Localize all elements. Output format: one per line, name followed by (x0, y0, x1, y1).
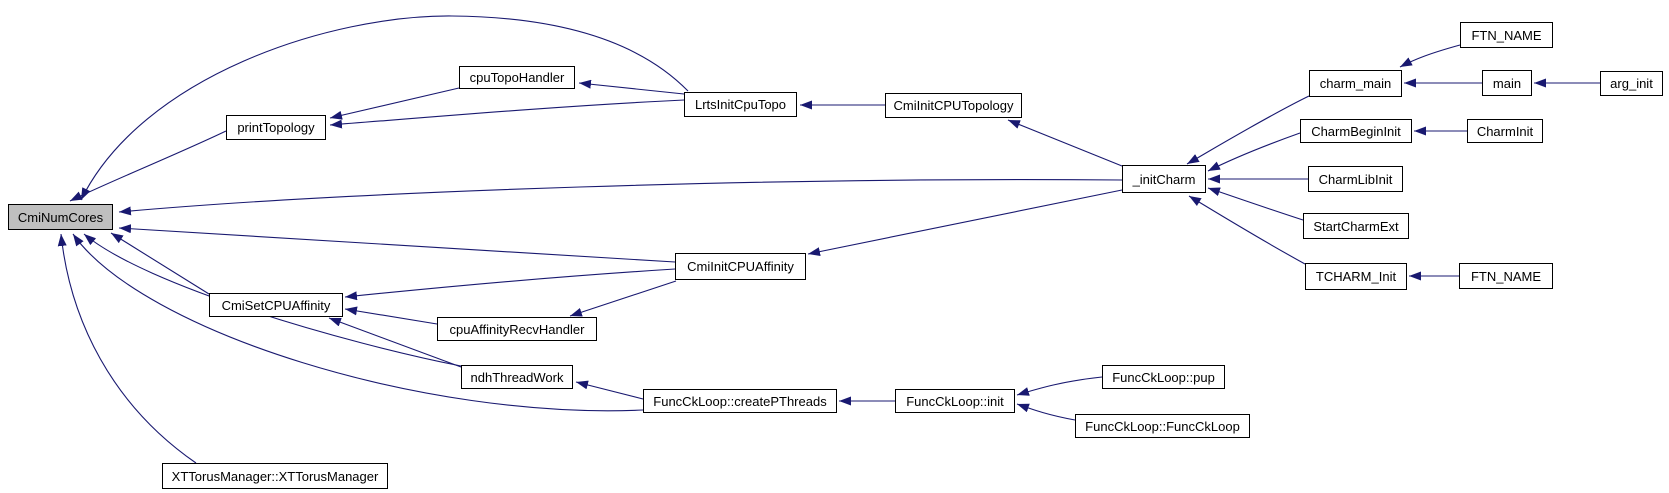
node-xttorusmanager-constructor[interactable]: XTTorusManager::XTTorusManager (162, 463, 388, 489)
edge-cmiinitcpuaffinity-to-cpuaffinityrecvhandler (569, 280, 677, 317)
edge-lrtsinitcputopo-to-cputopohandler (578, 79, 685, 95)
edge-ftnname-to-charmmain (1399, 44, 1461, 68)
node-charm-lib-init[interactable]: CharmLibInit (1308, 166, 1403, 192)
edge-initcharm-to-cminumcores (118, 179, 1123, 216)
node-cmi-num-cores[interactable]: CmiNumCores (8, 204, 113, 230)
edge-xttorusmanager-to-cminumcores (57, 233, 197, 464)
node-tcharm-init[interactable]: TCHARM_Init (1305, 263, 1407, 290)
node-start-charm-ext[interactable]: StartCharmExt (1303, 213, 1409, 239)
edge-createpthreads-to-cminumcores (72, 233, 644, 412)
node-init-charm[interactable]: _initCharm (1122, 165, 1206, 193)
node-cmi-init-cpu-topology[interactable]: CmiInitCPUTopology (885, 93, 1022, 118)
edge-cmisetcpuaffinity-to-cminumcores (110, 232, 210, 295)
edge-startcharmext-to-initcharm (1207, 187, 1304, 221)
edge-charmbegininit-to-initcharm (1207, 132, 1301, 172)
edge-ndhthreadwork-to-cmisetcpuaffinity (328, 317, 462, 368)
edge-lrtsinitcputopo-to-printtopology (329, 99, 685, 129)
edge-printtopology-to-cminumcores (69, 130, 227, 202)
node-cpu-affinity-recv-handler[interactable]: cpuAffinityRecvHandler (437, 317, 597, 341)
node-funcckloop-pup[interactable]: FuncCkLoop::pup (1102, 365, 1225, 389)
edge-cpuaffinityrecvhandler-to-cmisetcpuaffinity (344, 306, 438, 325)
node-cmi-set-cpu-affinity[interactable]: CmiSetCPUAffinity (209, 293, 343, 317)
node-charm-begin-init[interactable]: CharmBeginInit (1300, 119, 1412, 143)
node-arg-init[interactable]: arg_init (1600, 71, 1663, 96)
edge-cmiinitcpuaffinity-to-cminumcores (118, 224, 676, 263)
edge-cputopohandler-to-printtopology (329, 87, 460, 120)
node-cpu-topo-handler[interactable]: cpuTopoHandler (459, 66, 575, 89)
node-charm-main[interactable]: charm_main (1309, 70, 1402, 97)
edge-funcckloopup-to-funcckloopinit (1016, 376, 1103, 396)
node-funcckloop-constructor[interactable]: FuncCkLoop::FuncCkLoop (1075, 414, 1250, 438)
edge-cmiinitcpuaffinity-to-cmisetcpuaffinity (344, 268, 676, 301)
node-ftn-name-top[interactable]: FTN_NAME (1460, 22, 1553, 48)
edge-lrtsinitcputopo-to-cminumcores (80, 15, 689, 201)
node-charm-init[interactable]: CharmInit (1467, 119, 1543, 143)
edge-createpthreads-to-ndhthreadwork (575, 380, 644, 400)
edge-funcckloopctor-to-funcckloopinit (1016, 403, 1076, 421)
edge-charmmain-to-initcharm (1186, 95, 1310, 165)
node-funcckloop-init[interactable]: FuncCkLoop::init (895, 389, 1015, 413)
node-print-topology[interactable]: printTopology (226, 115, 326, 140)
node-funcckloop-create-pthreads[interactable]: FuncCkLoop::createPThreads (643, 389, 837, 413)
node-ftn-name-bottom[interactable]: FTN_NAME (1459, 263, 1553, 289)
edge-initcharm-to-cmiinitcpuaffinity (807, 189, 1123, 257)
edge-initcharm-to-cmiinitcputopology (1007, 119, 1123, 167)
node-lrts-init-cpu-topo[interactable]: LrtsInitCpuTopo (684, 92, 797, 117)
edge-tcharminit-to-initcharm (1188, 195, 1306, 265)
node-main[interactable]: main (1482, 70, 1532, 96)
node-ndh-thread-work[interactable]: ndhThreadWork (461, 365, 573, 389)
node-cmi-init-cpu-affinity[interactable]: CmiInitCPUAffinity (675, 253, 806, 280)
